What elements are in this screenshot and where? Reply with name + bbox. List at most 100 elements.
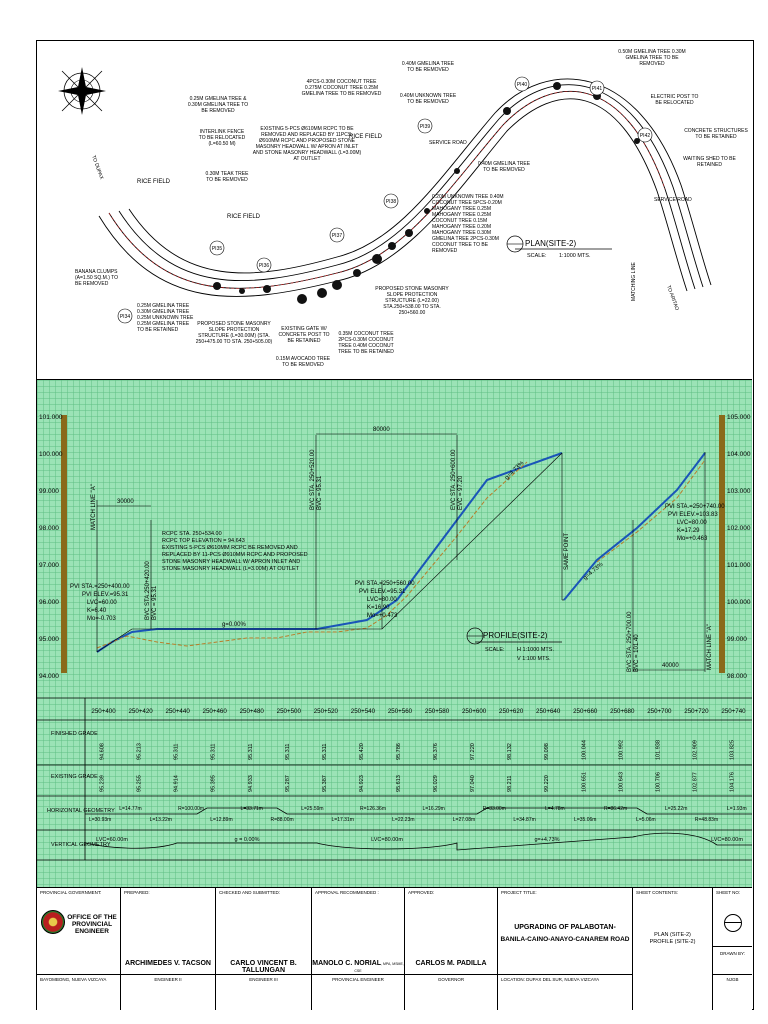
svg-text:99.000: 99.000 (727, 636, 747, 643)
note-gmelina-bottom: 0.25M GMELINA TREE 0.30M GMELINA TREE 0.… (137, 303, 194, 333)
svg-text:STONE MASONRY HEADWALL W/ APRO: STONE MASONRY HEADWALL W/ APRON INLET AN… (162, 559, 300, 565)
plan-title-block: PLAN(SITE-2) SCALE: 1:1000 MTS. (506, 235, 612, 259)
svg-text:g=0.00%: g=0.00% (222, 622, 247, 628)
existing-grade-value: 100.651 (581, 772, 587, 792)
existing-grade-value: 97.040 (470, 775, 476, 792)
svg-text:g=4.73%: g=4.73% (504, 460, 526, 482)
tb-project: PROJECT TITLE: UPGRADING OF PALABOTAN- B… (498, 888, 633, 1010)
svg-text:BVC STA. 250+700.00: BVC STA. 250+700.00 (627, 611, 633, 672)
drawing-sheet: PI34 PI35 PI36 PI37 PI38 PI39 PI40 PI41 … (36, 40, 754, 1010)
note-gmelina-mid: 0.40M GMELINA TREE TO BE REMOVED (477, 161, 531, 173)
road-alignment (98, 78, 712, 297)
station-label: 250+660 (573, 708, 598, 715)
horizontal-geometry-item: R=126.36m (360, 806, 386, 812)
station-label: 250+480 (240, 708, 265, 715)
vertical-labels: MATCH LINE "A" MATCH LINE "A" SAME POINT… (91, 449, 713, 672)
station-label: 250+460 (203, 708, 228, 715)
station-label: 250+400 (91, 708, 116, 715)
tb-sheet-no: SHEET NO: DRAWN BY: NJGB (713, 888, 752, 1010)
svg-text:95.000: 95.000 (39, 636, 59, 643)
existing-grade-value: 100.643 (618, 772, 624, 792)
svg-text:SERVICE ROAD: SERVICE ROAD (654, 197, 692, 203)
horizontal-geometry-item: L=27.08m (453, 817, 475, 823)
svg-text:RICE FIELD: RICE FIELD (227, 214, 261, 220)
station-label: 250+620 (499, 708, 524, 715)
svg-text:SERVICE ROAD: SERVICE ROAD (429, 140, 467, 146)
svg-text:SCALE:: SCALE: (527, 253, 547, 259)
svg-text:BVC = 101.40: BVC = 101.40 (634, 634, 640, 672)
svg-text:FINISHED GRADE: FINISHED GRADE (51, 731, 98, 737)
vertical-geometry-item: g = 0.00% (235, 837, 260, 843)
station-label: 250+540 (351, 708, 376, 715)
pi-39: PI39 (417, 118, 433, 134)
svg-text:104.000: 104.000 (727, 451, 751, 458)
profile-drawing: 101.000 100.000 99.000 98.000 97.000 96.… (37, 414, 752, 861)
svg-text:PVI ELEV.=95.31: PVI ELEV.=95.31 (359, 589, 406, 595)
pi-42: PI42 (637, 127, 653, 143)
existing-grade-value: 98.211 (507, 776, 513, 792)
horizontal-geometry-row: L=30.93mL=14.77mL=13.22mR=100.00mL=12.89… (89, 806, 747, 823)
horizontal-geometry-item: R=100.00m (178, 806, 204, 812)
finished-grade-value: 100.992 (618, 740, 624, 760)
profile-title: PROFILE(SITE-2) (483, 631, 548, 640)
svg-text:PVI STA.=250+560.00: PVI STA.=250+560.00 (355, 581, 415, 587)
svg-text:102.000: 102.000 (727, 525, 751, 532)
station-label: 250+720 (684, 708, 709, 715)
svg-text:RCPC STA. 250+534.00: RCPC STA. 250+534.00 (162, 531, 222, 537)
svg-text:RICE FIELD: RICE FIELD (349, 134, 383, 140)
pi-40: PI40 (514, 76, 530, 92)
horizontal-geometry-item: L=17.31m (332, 817, 354, 823)
horizontal-geometry-item: L=34.87m (513, 817, 535, 823)
existing-grade-value: 95.239 (100, 775, 106, 792)
svg-text:BVC STA.250+420.00: BVC STA.250+420.00 (145, 561, 151, 620)
tb-approval: APPROVAL RECOMMENDED : MANOLO C. NORIAL,… (312, 888, 405, 1010)
svg-text:PI42: PI42 (640, 133, 651, 139)
vertical-geometry-item: LVC=60.00m (96, 837, 128, 843)
svg-text:EXISTING 5-PCS Ø610MM RCPC BE: EXISTING 5-PCS Ø610MM RCPC BE REMOVED AN… (162, 545, 298, 551)
svg-text:TO ARITAO: TO ARITAO (665, 285, 680, 312)
horizontal-geometry-item: L=5.06m (636, 817, 656, 823)
finished-grade-line (96, 452, 563, 653)
svg-text:BVC = 95.31: BVC = 95.31 (152, 585, 158, 620)
pi-36: PI36 (256, 257, 272, 273)
existing-grade-value: 95.287 (285, 775, 291, 792)
finished-grade-value: 101.938 (655, 740, 661, 760)
note-gmelina-1: 0.25M GMELINA TREE & 0.30M GMELINA TREE … (187, 96, 249, 114)
profile-title-block: PROFILE(SITE-2) SCALE: H 1:1000 MTS. V 1… (466, 627, 562, 662)
svg-text:PI41: PI41 (592, 86, 603, 92)
svg-text:MATCHING LINE: MATCHING LINE (631, 262, 637, 301)
finished-grade-value: 95.786 (396, 743, 402, 760)
svg-text:PI37: PI37 (332, 233, 343, 239)
svg-text:40000: 40000 (662, 663, 679, 669)
svg-text:LVC=80.00: LVC=80.00 (367, 597, 397, 603)
svg-text:Mo=+0.473: Mo=+0.473 (367, 613, 398, 619)
svg-text:H 1:1000 MTS.: H 1:1000 MTS. (517, 647, 554, 653)
svg-text:PVI ELEV.=103.83: PVI ELEV.=103.83 (668, 512, 718, 518)
title-block: PROVINCIAL GOVERNMENT: OFFICE OF THE PRO… (37, 887, 752, 1010)
station-label: 250+440 (166, 708, 191, 715)
pi-38: PI38 (383, 193, 399, 209)
note-teak: 0.30M TEAK TREE TO BE REMOVED (205, 171, 249, 183)
svg-text:EVC = 97.20: EVC = 97.20 (458, 475, 464, 510)
note-existing-rcpc: EXISTING 5-PCS Ø610MM RCPC TO BE REMOVED… (252, 126, 362, 162)
station-label: 250+700 (647, 708, 672, 715)
pi-34: PI34 (117, 308, 133, 324)
svg-text:99.000: 99.000 (39, 488, 59, 495)
existing-grade-value: 94.923 (359, 775, 365, 792)
finished-grade-value: 95.311 (322, 744, 328, 760)
svg-text:LVC=80.00: LVC=80.00 (677, 520, 707, 526)
svg-text:100.000: 100.000 (39, 451, 63, 458)
pi-37: PI37 (329, 227, 345, 243)
right-axis-bar (719, 415, 725, 673)
note-banana: BANANA CLUMPS (A=1.50 SQ.M.) TO BE REMOV… (75, 269, 119, 287)
svg-text:REPLACED BY 11-PCS Ø910MM RCPC: REPLACED BY 11-PCS Ø910MM RCPC AND PROPO… (162, 552, 308, 558)
rcpc-note: RCPC STA. 250+534.00 RCPC TOP ELEVATION … (162, 531, 308, 572)
existing-grade-value: 95.395 (211, 775, 217, 792)
note-unknown-top: 0.40M UNKNOWN TREE TO BE REMOVED (399, 93, 457, 105)
svg-text:PI35: PI35 (212, 246, 223, 252)
svg-text:Mo=+0.463: Mo=+0.463 (677, 536, 708, 542)
existing-grade-value: 100.706 (655, 772, 661, 792)
sheet-number-symbol-icon (724, 914, 742, 932)
station-label: 250+740 (721, 708, 746, 715)
